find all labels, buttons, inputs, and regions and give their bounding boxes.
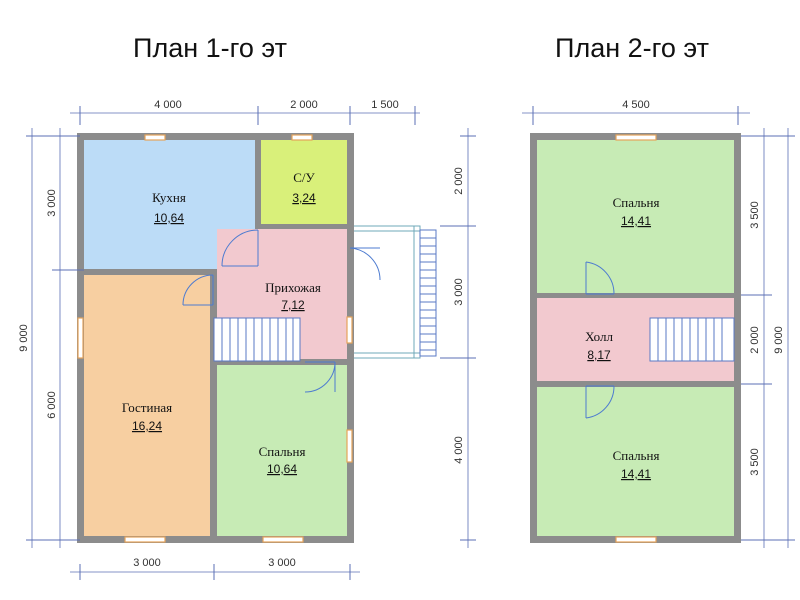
room-bathroom-area: 3,24	[292, 191, 316, 205]
room-bathroom	[261, 140, 347, 224]
dim-left-total: 9 000	[18, 324, 30, 352]
room-hallway-name: Прихожая	[265, 280, 321, 295]
dim-left-2: 6 000	[46, 391, 58, 419]
room-living	[84, 275, 210, 536]
room-bathroom-name: С/У	[293, 170, 315, 185]
dimensions-top-first: 4 000 2 000 1 500	[70, 99, 420, 125]
window-hallway	[346, 316, 353, 344]
room-kitchen-name: Кухня	[152, 190, 186, 205]
room-bedroom-bottom-area: 14,41	[621, 467, 651, 481]
room-living-area: 16,24	[132, 419, 162, 433]
door-kitchen	[221, 229, 259, 267]
dim-top-second: 4 500	[622, 99, 650, 111]
door-entrance	[349, 247, 381, 281]
dim-top-1: 4 000	[154, 99, 182, 111]
dim-right-3: 4 000	[453, 436, 465, 464]
dim-top-2: 2 000	[290, 99, 318, 111]
second-floor-title: План 2-го эт	[555, 33, 709, 63]
room-bedroom-area: 10,64	[267, 462, 297, 476]
room-hall-area: 8,17	[587, 348, 611, 362]
dim-right-second-2: 2 000	[749, 326, 761, 354]
window-bedroom-side	[346, 429, 353, 463]
dimensions-top-second: 4 500	[522, 99, 750, 125]
room-bedroom-top	[537, 140, 734, 293]
window-bathroom	[291, 134, 313, 141]
room-bedroom-bottom-name: Спальня	[613, 448, 660, 463]
dimensions-bottom-first: 3 000 3 000	[70, 557, 360, 580]
dim-left-1: 3 000	[46, 189, 58, 217]
dim-right-second-3: 3 500	[749, 448, 761, 476]
porch	[354, 225, 437, 359]
staircase-second-floor	[649, 317, 735, 362]
room-bedroom	[217, 365, 347, 536]
door-bedroom-bottom	[585, 385, 615, 419]
dimensions-left-first: 9 000 3 000 6 000	[18, 128, 84, 548]
room-hallway-area: 7,12	[281, 298, 305, 312]
door-bedroom	[304, 361, 336, 393]
dimensions-right-first: 2 000 3 000 4 000	[440, 128, 476, 548]
first-floor-plan: Кухня 10,64 С/У 3,24 Прихожая 7,12 Гости…	[18, 99, 476, 580]
dim-bottom-1: 3 000	[133, 557, 161, 569]
window-bedroom-top	[615, 134, 657, 141]
room-bedroom-name: Спальня	[259, 444, 306, 459]
dim-bottom-2: 3 000	[268, 557, 296, 569]
window-bedroom-bottom-2	[615, 536, 657, 543]
room-kitchen-area: 10,64	[154, 211, 184, 225]
room-living-name: Гостиная	[122, 400, 172, 415]
room-hallway-upper	[261, 229, 347, 269]
window-living-bottom	[124, 536, 166, 543]
second-floor-plan: Спальня 14,41 Холл 8,17 Спальня 14,41 4 …	[522, 99, 795, 548]
dim-top-3: 1 500	[371, 99, 399, 111]
dim-right-second-total: 9 000	[773, 326, 785, 354]
room-bedroom-bottom	[537, 387, 734, 536]
room-bedroom-top-name: Спальня	[613, 195, 660, 210]
first-floor-title: План 1-го эт	[133, 33, 287, 63]
dim-right-2: 3 000	[453, 278, 465, 306]
dim-right-1: 2 000	[453, 167, 465, 195]
room-hall-name: Холл	[585, 329, 613, 344]
door-living	[182, 274, 214, 306]
window-bedroom-bottom	[262, 536, 304, 543]
window-living	[77, 317, 84, 359]
window-kitchen	[144, 134, 166, 141]
room-bedroom-top-area: 14,41	[621, 214, 651, 228]
dim-right-second-1: 3 500	[749, 201, 761, 229]
dimensions-right-second: 3 500 2 000 3 500 9 000	[741, 128, 795, 548]
staircase-first-floor	[213, 317, 301, 362]
door-bedroom-top	[585, 261, 615, 295]
